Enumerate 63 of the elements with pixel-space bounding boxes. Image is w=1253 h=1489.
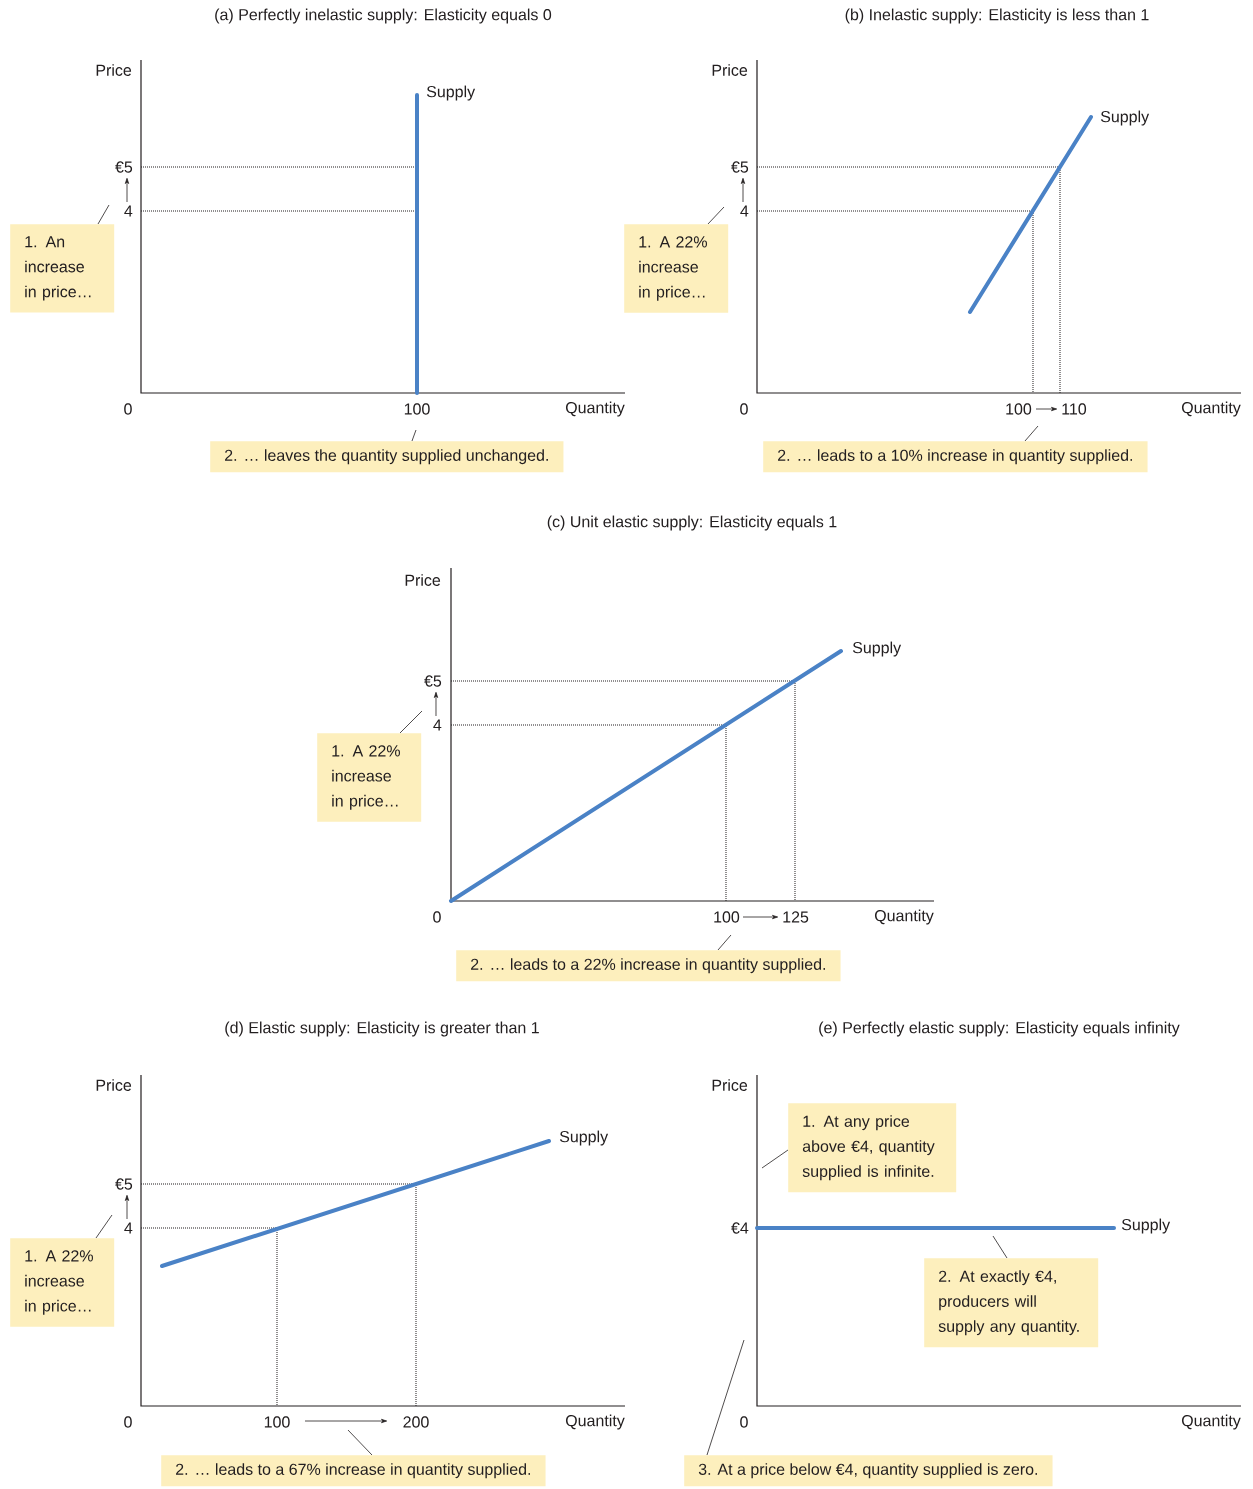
panel-title: (d) Elastic supply: Elasticity is greater than 1 bbox=[225, 1021, 539, 1037]
leader-line bbox=[717, 934, 732, 951]
leader-line bbox=[707, 206, 725, 225]
tick-label: 0 bbox=[433, 911, 441, 923]
callout-box: 2. At exactly €4, producers will supply any quantity. bbox=[924, 1258, 1099, 1348]
curve-label: Supply bbox=[852, 641, 902, 657]
axis-label: Quantity bbox=[565, 401, 625, 417]
callout-box: 1. A 22% increase in price… bbox=[317, 733, 422, 822]
curve-label: Supply bbox=[1121, 1218, 1171, 1234]
panel-title: (c) Unit elastic supply: Elasticity equals 1 bbox=[547, 515, 837, 531]
callout-box: 1. A 22% increase in price… bbox=[624, 224, 729, 313]
tick-label: 0 bbox=[124, 403, 132, 415]
panel-title: (b) Inelastic supply: Elasticity is less than 1 bbox=[845, 8, 1149, 24]
tick-label: €5 bbox=[731, 161, 749, 173]
tick-label: 100 bbox=[404, 403, 430, 415]
leader-line bbox=[706, 1339, 745, 1456]
axis-label: Price bbox=[712, 64, 748, 76]
leader-line bbox=[399, 710, 423, 734]
tick-label: 200 bbox=[403, 1416, 429, 1428]
tick-label: 100 bbox=[1006, 403, 1032, 415]
curve-label: Supply bbox=[426, 85, 476, 101]
callout-box: 2. … leads to a 22% increase in quantity supplied. bbox=[456, 950, 841, 982]
tick-label: 4 bbox=[124, 205, 133, 217]
axis-label: Price bbox=[712, 1079, 748, 1091]
leader-line bbox=[411, 429, 417, 442]
leader-line bbox=[95, 1214, 113, 1239]
callout-box: 1. At any price above €4, quantity supplied is infinite. bbox=[788, 1103, 957, 1193]
tick-label: 125 bbox=[783, 911, 809, 923]
panel-title: (a) Perfectly inelastic supply: Elasticity equals 0 bbox=[215, 8, 552, 24]
axis-label: Quantity bbox=[1181, 1414, 1241, 1430]
callout-box: 1. A 22% increase in price… bbox=[10, 1238, 115, 1327]
tick-label: 110 bbox=[1062, 403, 1087, 415]
tick-label: 0 bbox=[124, 1416, 132, 1428]
tick-label: 100 bbox=[264, 1416, 290, 1428]
axis-label: Quantity bbox=[565, 1414, 625, 1430]
tick-label: €5 bbox=[115, 161, 133, 173]
tick-label: €5 bbox=[115, 1178, 133, 1190]
axis-label: Quantity bbox=[874, 909, 934, 925]
tick-label: 4 bbox=[124, 1222, 133, 1234]
axis-label: Price bbox=[96, 64, 132, 76]
curve-label: Supply bbox=[559, 1130, 609, 1146]
leader-line bbox=[1024, 425, 1039, 442]
axis-label: Price bbox=[405, 574, 441, 586]
axis-label: Price bbox=[96, 1079, 132, 1091]
tick-label: €5 bbox=[424, 675, 442, 687]
tick-label: 100 bbox=[714, 911, 740, 923]
callout-box: 1. An increase in price… bbox=[10, 224, 115, 313]
curve-label: Supply bbox=[1100, 110, 1150, 126]
leader-line bbox=[347, 1429, 373, 1456]
callout-box: 2. … leads to a 67% increase in quantity supplied. bbox=[161, 1455, 546, 1487]
leader-line bbox=[761, 1149, 789, 1169]
tick-label: 0 bbox=[740, 1416, 748, 1428]
callout-box: 2. … leaves the quantity supplied unchanged. bbox=[210, 441, 564, 473]
leader-line bbox=[992, 1235, 1008, 1259]
panel-title: (e) Perfectly elastic supply: Elasticity equals infinity bbox=[819, 1021, 1180, 1037]
tick-label: 4 bbox=[740, 205, 749, 217]
leader-line bbox=[97, 204, 110, 225]
tick-label: 0 bbox=[740, 403, 748, 415]
callout-box: 3. At a price below €4, quantity supplied is zero. bbox=[684, 1455, 1053, 1487]
axis-label: Quantity bbox=[1181, 401, 1241, 417]
tick-label: 4 bbox=[433, 719, 442, 731]
callout-box: 2. … leads to a 10% increase in quantity supplied. bbox=[763, 441, 1148, 473]
tick-label: €4 bbox=[731, 1222, 749, 1234]
